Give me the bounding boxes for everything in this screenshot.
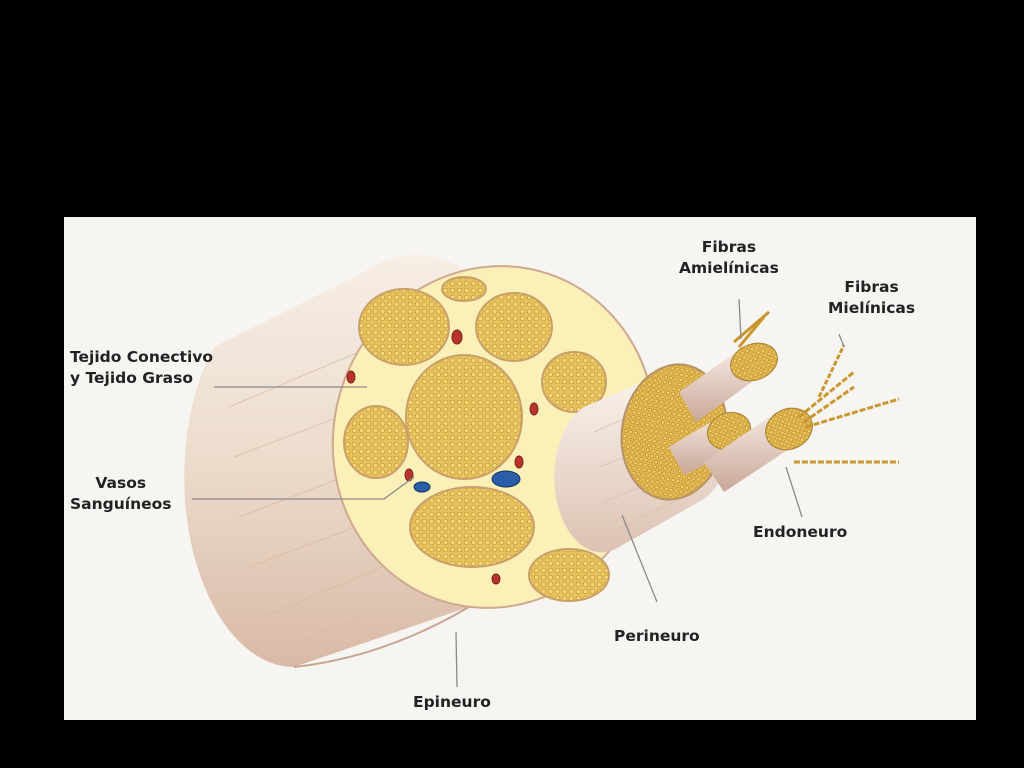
leader-line [455, 631, 458, 688]
label-fibras-mielinicas: Fibras Mielínicas [828, 277, 915, 319]
nerve-illustration [184, 254, 900, 688]
label-perineuro: Perineuro [614, 627, 700, 645]
label-line: Amielínicas [679, 259, 779, 277]
fascicle [343, 405, 409, 479]
blood-vessel [529, 402, 539, 416]
leader-line [738, 298, 742, 340]
blood-vessel [413, 481, 431, 493]
blood-vessel [491, 573, 501, 585]
fascicle [441, 276, 487, 302]
fascicle [475, 292, 553, 362]
leader-line [621, 514, 658, 603]
fascicle [358, 288, 450, 366]
label-tejido-conectivo: Tejido Conectivo y Tejido Graso [70, 347, 213, 389]
label-line: Vasos [95, 474, 147, 492]
nerve-diagram-panel: Tejido Conectivo y Tejido Graso Vasos Sa… [64, 217, 976, 720]
label-endoneuro: Endoneuro [753, 523, 848, 541]
leader-lines [192, 298, 845, 688]
label-line: Mielínicas [828, 299, 916, 317]
fascicle [541, 351, 607, 413]
fiber-bundles [669, 310, 900, 492]
blood-vessel [346, 370, 356, 384]
label-line: Fibras [844, 278, 899, 296]
blood-vessel [491, 470, 521, 488]
label-line: y Tejido Graso [70, 369, 193, 387]
label-vasos-sanguineos: Vasos Sanguíneos [70, 473, 172, 515]
fascicle [409, 486, 535, 568]
blood-vessel [514, 455, 524, 469]
leader-line [785, 466, 803, 518]
leader-line [192, 476, 415, 500]
label-line: Tejido Conectivo [70, 348, 214, 366]
blood-vessel [451, 329, 463, 345]
fascicle [405, 354, 523, 480]
label-fibras-amielinicas: Fibras Amielínicas [679, 237, 779, 279]
label-line: Fibras [701, 238, 757, 256]
label-epineuro: Epineuro [413, 693, 491, 711]
label-line: Sanguíneos [70, 495, 172, 513]
leader-line [838, 333, 845, 348]
fascicle [528, 548, 610, 602]
